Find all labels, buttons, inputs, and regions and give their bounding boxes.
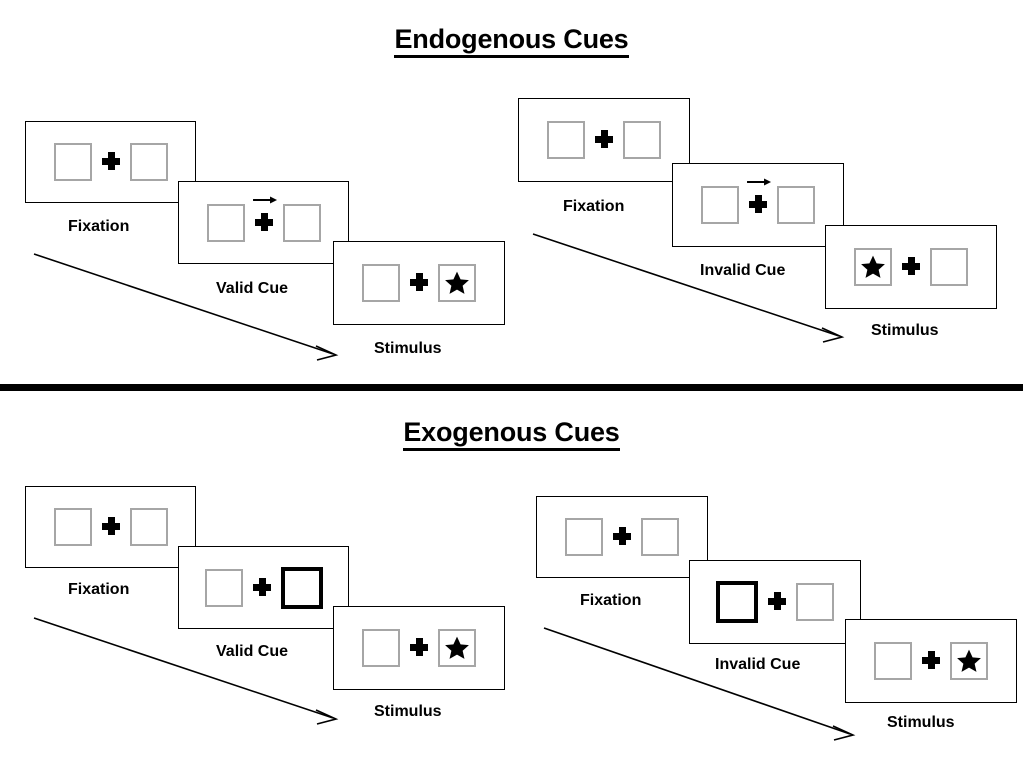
section-title-endogenous: Endogenous Cues — [0, 24, 1023, 58]
section-title-exogenous: Exogenous Cues — [0, 417, 1023, 451]
star-target-icon — [957, 649, 981, 672]
section-divider — [0, 384, 1023, 391]
star-target-icon — [861, 255, 885, 278]
panel-content — [334, 242, 504, 324]
placeholder-box-left — [362, 264, 400, 302]
placeholder-box-right — [777, 186, 815, 224]
cross-glyph — [410, 638, 428, 656]
placeholder-box-right — [282, 203, 321, 242]
target-box-left — [854, 248, 892, 286]
fixation-cross-icon — [245, 196, 283, 236]
panel-endogenous-valid-stimulus — [333, 241, 505, 325]
fixation-cross-icon — [92, 149, 130, 175]
fixation-cross-icon — [739, 178, 777, 218]
cross-glyph — [101, 152, 120, 170]
time-flow-arrow-endogenous-valid — [33, 253, 339, 361]
fixation-cross-icon — [400, 635, 438, 661]
fixation-cross-icon — [912, 648, 950, 674]
panel-content — [26, 487, 195, 567]
panel-content — [537, 497, 707, 577]
caption-exogenous-invalid-cue: Invalid Cue — [715, 656, 801, 673]
cross-glyph — [922, 651, 940, 669]
caption-endogenous-invalid-fixation: Fixation — [563, 198, 625, 215]
fixation-cross-icon — [892, 254, 930, 280]
panel-exogenous-valid-fixation — [25, 486, 196, 568]
caption-endogenous-valid-cue: Valid Cue — [216, 280, 289, 297]
target-box-right — [950, 642, 988, 680]
placeholder-box-left — [362, 629, 400, 667]
caption-endogenous-valid-stimulus: Stimulus — [374, 340, 442, 357]
fixation-cross-icon — [603, 524, 641, 550]
panel-exogenous-valid-cue — [178, 546, 349, 629]
panel-exogenous-invalid-cue — [689, 560, 861, 644]
cross-glyph — [613, 527, 631, 545]
star-target-icon — [445, 271, 469, 294]
panel-exogenous-valid-stimulus — [333, 606, 505, 690]
cross-glyph — [768, 592, 786, 610]
cross-glyph — [254, 212, 273, 231]
placeholder-box-left — [53, 143, 92, 181]
time-flow-arrow-exogenous-valid — [33, 617, 339, 725]
placeholder-box-left — [565, 518, 603, 556]
cross-glyph — [595, 130, 613, 148]
cross-glyph — [749, 195, 767, 213]
fixation-cross-icon — [585, 127, 623, 153]
target-box-right — [438, 629, 476, 667]
placeholder-box-right — [129, 143, 168, 181]
placeholder-box-left — [53, 508, 92, 546]
caption-endogenous-invalid-stimulus: Stimulus — [871, 322, 939, 339]
arrow-right-cue-icon — [252, 196, 277, 203]
panel-content — [179, 182, 348, 263]
caption-exogenous-invalid-stimulus: Stimulus — [887, 714, 955, 731]
panel-content — [179, 547, 348, 628]
cross-glyph — [101, 517, 120, 535]
panel-endogenous-valid-cue — [178, 181, 349, 264]
caption-endogenous-invalid-cue: Invalid Cue — [700, 262, 786, 279]
cued-box-left — [716, 581, 758, 623]
fixation-cross-icon — [758, 589, 796, 615]
target-box-right — [438, 264, 476, 302]
panel-content — [690, 561, 860, 643]
panel-content — [26, 122, 195, 202]
panel-endogenous-invalid-cue — [672, 163, 844, 247]
panel-endogenous-invalid-fixation — [518, 98, 690, 182]
panel-content — [826, 226, 996, 308]
fixation-cross-icon — [92, 514, 130, 540]
cross-glyph — [252, 577, 271, 596]
cued-box-right — [280, 566, 323, 609]
panel-content — [519, 99, 689, 181]
placeholder-box-right — [930, 248, 968, 286]
section-title-endogenous-text: Endogenous Cues — [394, 24, 629, 58]
placeholder-box-right — [129, 508, 168, 546]
placeholder-box-right — [623, 121, 661, 159]
panel-exogenous-invalid-fixation — [536, 496, 708, 578]
fixation-cross-icon — [400, 270, 438, 296]
panel-endogenous-valid-fixation — [25, 121, 196, 203]
panel-content — [334, 607, 504, 689]
cross-glyph — [410, 273, 428, 291]
caption-exogenous-valid-cue: Valid Cue — [216, 643, 289, 660]
placeholder-box-left — [547, 121, 585, 159]
caption-exogenous-valid-fixation: Fixation — [68, 581, 130, 598]
caption-endogenous-valid-fixation: Fixation — [68, 218, 130, 235]
placeholder-box-right — [641, 518, 679, 556]
placeholder-box-right — [796, 583, 834, 621]
fixation-cross-icon — [243, 575, 281, 601]
panel-content — [846, 620, 1016, 702]
placeholder-box-left — [206, 203, 245, 242]
arrow-right-cue-icon — [747, 178, 772, 186]
panel-exogenous-invalid-stimulus — [845, 619, 1017, 703]
placeholder-box-left — [874, 642, 912, 680]
panel-endogenous-invalid-stimulus — [825, 225, 997, 309]
caption-exogenous-invalid-fixation: Fixation — [580, 592, 642, 609]
panel-content — [673, 164, 843, 246]
star-target-icon — [445, 636, 469, 659]
placeholder-box-left — [204, 568, 243, 607]
placeholder-box-left — [701, 186, 739, 224]
cross-glyph — [902, 257, 920, 275]
section-title-exogenous-text: Exogenous Cues — [403, 417, 620, 451]
caption-exogenous-valid-stimulus: Stimulus — [374, 703, 442, 720]
